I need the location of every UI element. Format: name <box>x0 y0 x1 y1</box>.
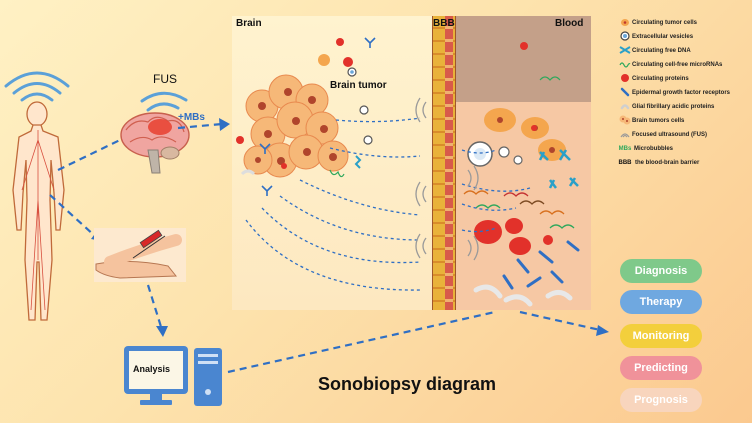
patient-figure <box>12 101 65 321</box>
legend: Circulating tumor cells Extracellular ve… <box>618 16 750 170</box>
wifi-waves-icon <box>4 71 70 102</box>
protein-icon <box>618 73 632 85</box>
bbb-label: BBB <box>433 18 455 29</box>
egfr-icon <box>618 87 632 99</box>
legend-item: Circulating cell-free microRNAs <box>618 58 750 72</box>
diagram-title: Sonobiopsy diagram <box>318 374 497 394</box>
legend-item: Circulating free DNA <box>618 44 750 58</box>
microrna-icon <box>618 60 632 70</box>
legend-item: Brain tumors cells <box>618 114 750 128</box>
gfap-icon <box>618 101 632 113</box>
analysis-label: Analysis <box>133 364 171 374</box>
microbubble-icon: MBs <box>618 145 632 152</box>
prognosis-pill[interactable]: Prognosis <box>620 388 702 412</box>
legend-item: Glial fibrillary acidic proteins <box>618 100 750 114</box>
fus-waves-icon <box>140 91 188 112</box>
fus-label: FUS <box>153 72 177 86</box>
tumor-cell-icon <box>618 18 632 29</box>
legend-item: Circulating tumor cells <box>618 16 750 30</box>
blood-panel-particles <box>463 42 580 307</box>
diffusion-paths <box>245 117 421 291</box>
brain-tumor-cell-icon <box>618 115 632 127</box>
brain-panel-particles <box>236 37 376 196</box>
blood-paths <box>461 149 531 233</box>
brain-tumor-cluster <box>243 74 349 178</box>
ultrasound-icon <box>618 129 632 141</box>
bbb-ultrasound-arcs <box>415 97 479 261</box>
legend-item: Circulating proteins <box>618 72 750 86</box>
legend-item: Extracellular vesicles <box>618 30 750 44</box>
computer-icon[interactable] <box>124 346 222 406</box>
legend-item: MBs Microbubbles <box>618 145 674 153</box>
legend-item: Focused ultrasound (FUS) <box>618 128 750 142</box>
flow-arrows <box>49 122 601 374</box>
legend-item: Epidermal growth factor receptors <box>618 86 750 100</box>
mbs-label: +MBs <box>178 112 205 123</box>
blood-draw-icon <box>94 228 186 282</box>
brain-label: Brain <box>236 18 262 29</box>
predicting-pill[interactable]: Predicting <box>620 356 702 380</box>
legend-item: BBB the blood-brain barrier <box>618 159 700 167</box>
brain-tumor-label: Brain tumor <box>330 80 387 91</box>
monitoring-pill[interactable]: Monitoring <box>620 324 702 348</box>
bbb-icon: BBB <box>618 159 632 166</box>
brain-illustration-icon <box>120 112 190 174</box>
therapy-pill[interactable]: Therapy <box>620 290 702 314</box>
blood-label: Blood <box>555 18 584 29</box>
dna-icon <box>618 46 632 56</box>
diagnosis-pill[interactable]: Diagnosis <box>620 259 702 283</box>
vesicle-icon <box>618 31 632 43</box>
patient-vessels <box>21 130 55 311</box>
